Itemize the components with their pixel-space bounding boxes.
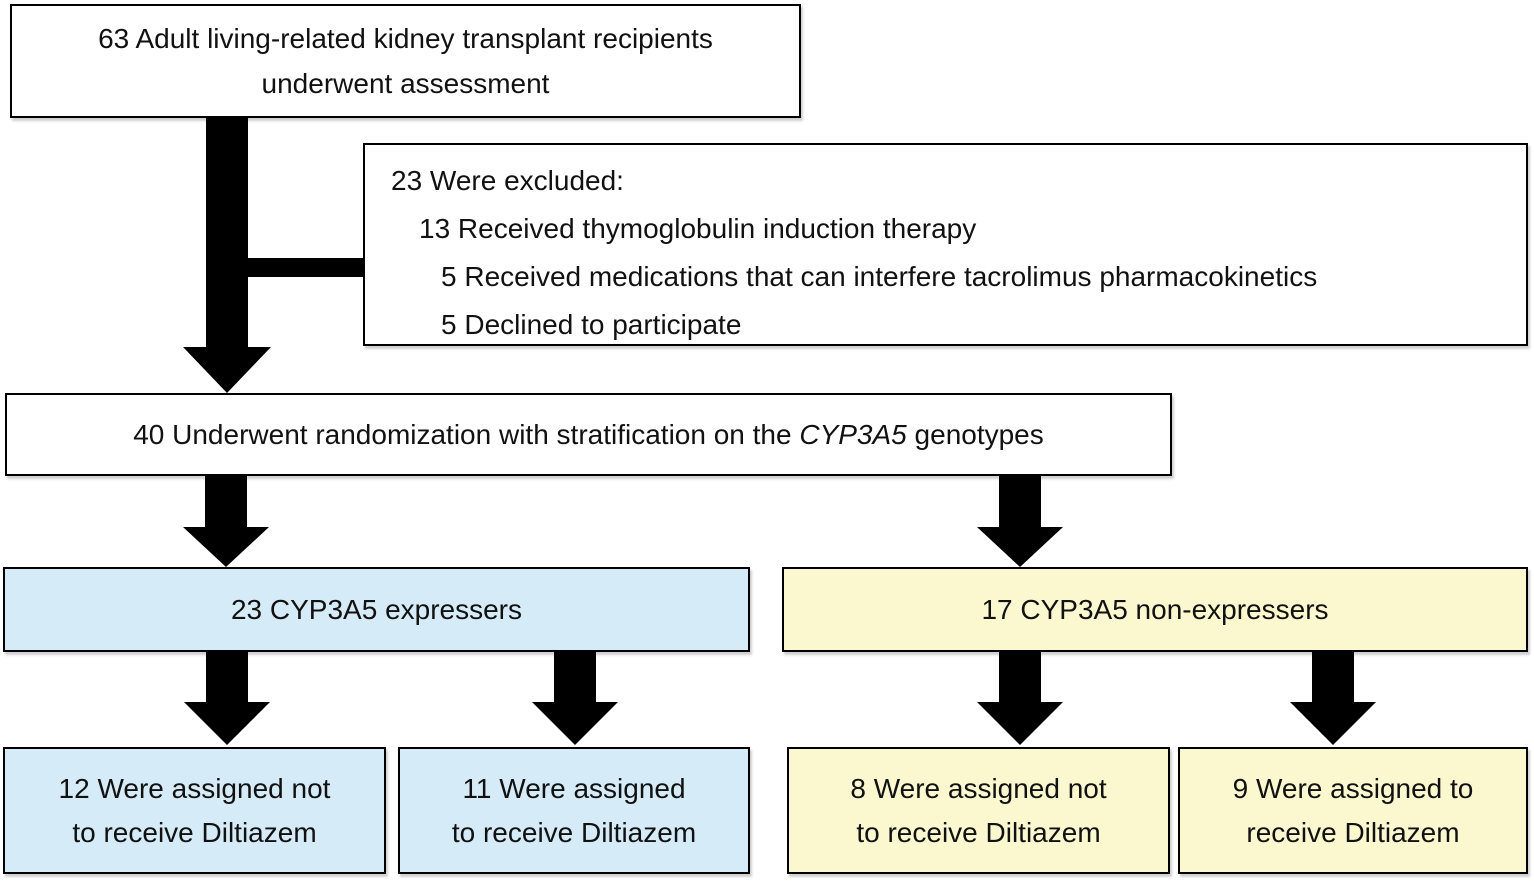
arm-nonexpresser-no-diltiazem-box: 8 Were assigned not to receive Diltiazem <box>787 747 1170 874</box>
arrow-to-expressers-head <box>183 527 269 567</box>
arm4-line-2: receive Diltiazem <box>1246 816 1460 848</box>
arm1-line-2: to receive Diltiazem <box>72 816 317 848</box>
arrow-to-arm2-head <box>532 702 618 745</box>
excluded-line-medications: 5 Received medications that can interfer… <box>441 261 1318 292</box>
arrow-to-arm1-head <box>184 702 270 745</box>
arrow-to-arm4-head <box>1290 702 1376 745</box>
arm-expresser-diltiazem-box: 11 Were assigned to receive Diltiazem <box>398 747 750 874</box>
randomization-text-suffix: genotypes <box>906 419 1044 450</box>
arm-expresser-no-diltiazem-box: 12 Were assigned not to receive Diltiaze… <box>3 747 386 874</box>
non-expressers-label: 17 CYP3A5 non-expressers <box>981 594 1329 625</box>
excluded-box: 23 Were excluded: 13 Received thymoglobu… <box>363 143 1528 346</box>
arm4-line-1: 9 Were assigned to <box>1232 772 1474 804</box>
arrow-assessment-to-randomization-shaft <box>206 118 248 347</box>
randomization-text-prefix: 40 Underwent randomization with stratifi… <box>133 419 800 450</box>
arrow-to-arm3-head <box>977 702 1063 745</box>
assessment-line-2: underwent assessment <box>261 68 550 99</box>
arrow-to-non-expressers-shaft <box>999 476 1041 527</box>
randomization-gene-name: CYP3A5 <box>799 419 907 450</box>
excluded-line-thymoglobulin: 13 Received thymoglobulin induction ther… <box>419 213 977 244</box>
expressers-box: 23 CYP3A5 expressers <box>3 567 750 652</box>
arm3-line-1: 8 Were assigned not <box>850 772 1107 804</box>
arm2-line-1: 11 Were assigned <box>462 772 686 804</box>
arm3-line-2: to receive Diltiazem <box>856 816 1101 848</box>
arm2-line-2: to receive Diltiazem <box>451 816 697 848</box>
excluded-line-declined: 5 Declined to participate <box>441 309 742 340</box>
excluded-line-total: 23 Were excluded: <box>391 165 624 196</box>
assessment-box: 63 Adult living-related kidney transplan… <box>10 4 801 118</box>
expressers-label: 23 CYP3A5 expressers <box>230 594 523 625</box>
arrow-to-arm3-shaft <box>999 652 1041 702</box>
randomization-line: 40 Underwent randomization with stratifi… <box>133 412 1044 457</box>
arrow-to-arm1-shaft <box>206 652 248 702</box>
connector-to-excluded-box <box>248 258 363 277</box>
arrow-assessment-to-randomization-head <box>183 347 271 393</box>
randomization-box: 40 Underwent randomization with stratifi… <box>5 393 1172 476</box>
arm1-line-1: 12 Were assigned not <box>58 772 331 804</box>
non-expressers-box: 17 CYP3A5 non-expressers <box>782 567 1528 652</box>
arm-nonexpresser-diltiazem-box: 9 Were assigned to receive Diltiazem <box>1178 747 1528 874</box>
arrow-to-arm2-shaft <box>554 652 596 702</box>
arrow-to-arm4-shaft <box>1312 652 1354 702</box>
assessment-line-1: 63 Adult living-related kidney transplan… <box>98 23 713 54</box>
arrow-to-expressers-shaft <box>205 476 247 527</box>
arrow-to-non-expressers-head <box>977 527 1063 567</box>
